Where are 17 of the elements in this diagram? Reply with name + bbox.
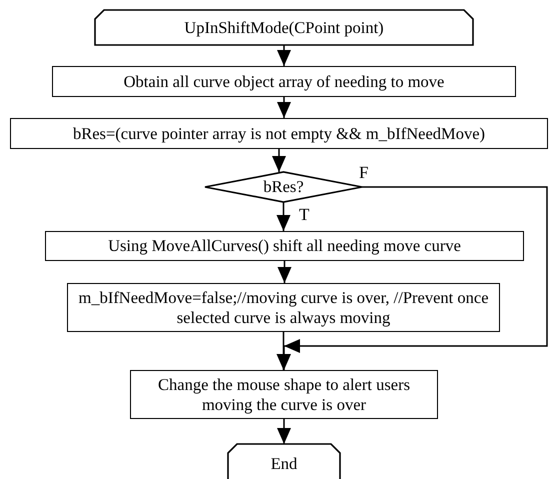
node-text: Using MoveAllCurves() shift all needing move curve <box>108 236 461 256</box>
process-box <box>67 283 500 332</box>
terminal-box <box>95 10 473 45</box>
node-text: UpInShiftMode(CPoint point) <box>184 18 384 38</box>
process-box <box>130 370 438 419</box>
node-text: Change the mouse shape to alert users moving the curve is over <box>156 374 411 414</box>
process-box <box>52 66 516 97</box>
process-box <box>10 118 548 149</box>
node-text: bRes=(curve pointer array is not empty && m_bIfNeedMove) <box>72 124 486 144</box>
node-text: m_bIfNeedMove=false;//moving curve is over, //Prevent once selected curve is always moving <box>77 288 490 328</box>
node-text: End <box>270 454 298 474</box>
edge-label: F <box>358 164 370 181</box>
edge-label: T <box>298 206 310 223</box>
process-box <box>45 231 524 261</box>
node-text: bRes? <box>263 177 304 197</box>
terminal-box <box>228 444 340 479</box>
node-text: Obtain all curve object array of needing to move <box>124 72 444 92</box>
